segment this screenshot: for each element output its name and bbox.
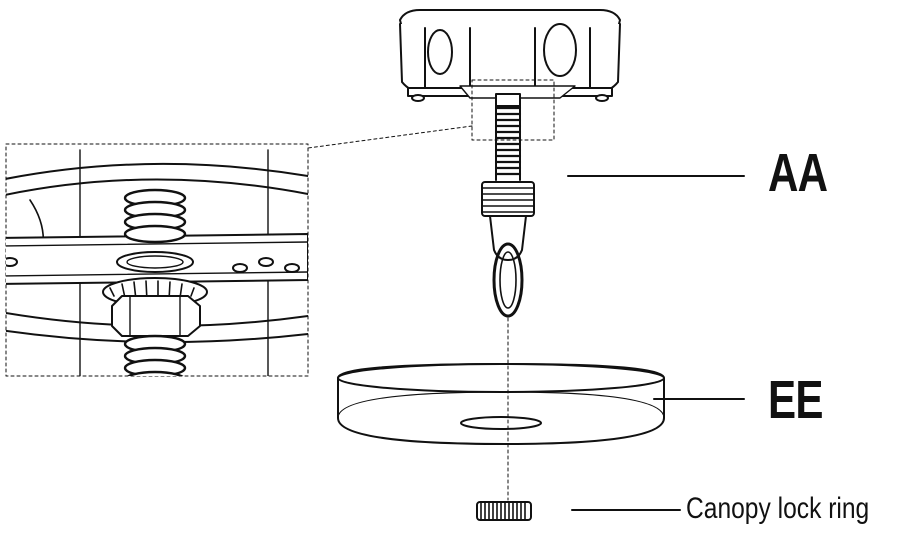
threaded-rod-aa xyxy=(481,93,535,318)
label-canopy-lock-ring: Canopy lock ring xyxy=(686,492,870,525)
detail-leader-line xyxy=(307,125,473,149)
canopy-lock-ring xyxy=(476,501,532,521)
canopy-ee xyxy=(337,363,665,445)
detail-marker-box xyxy=(471,79,555,141)
label-aa: AA xyxy=(768,143,828,203)
detail-zoom-view xyxy=(5,143,309,377)
junction-box xyxy=(399,9,621,102)
label-ee: EE xyxy=(768,370,823,430)
